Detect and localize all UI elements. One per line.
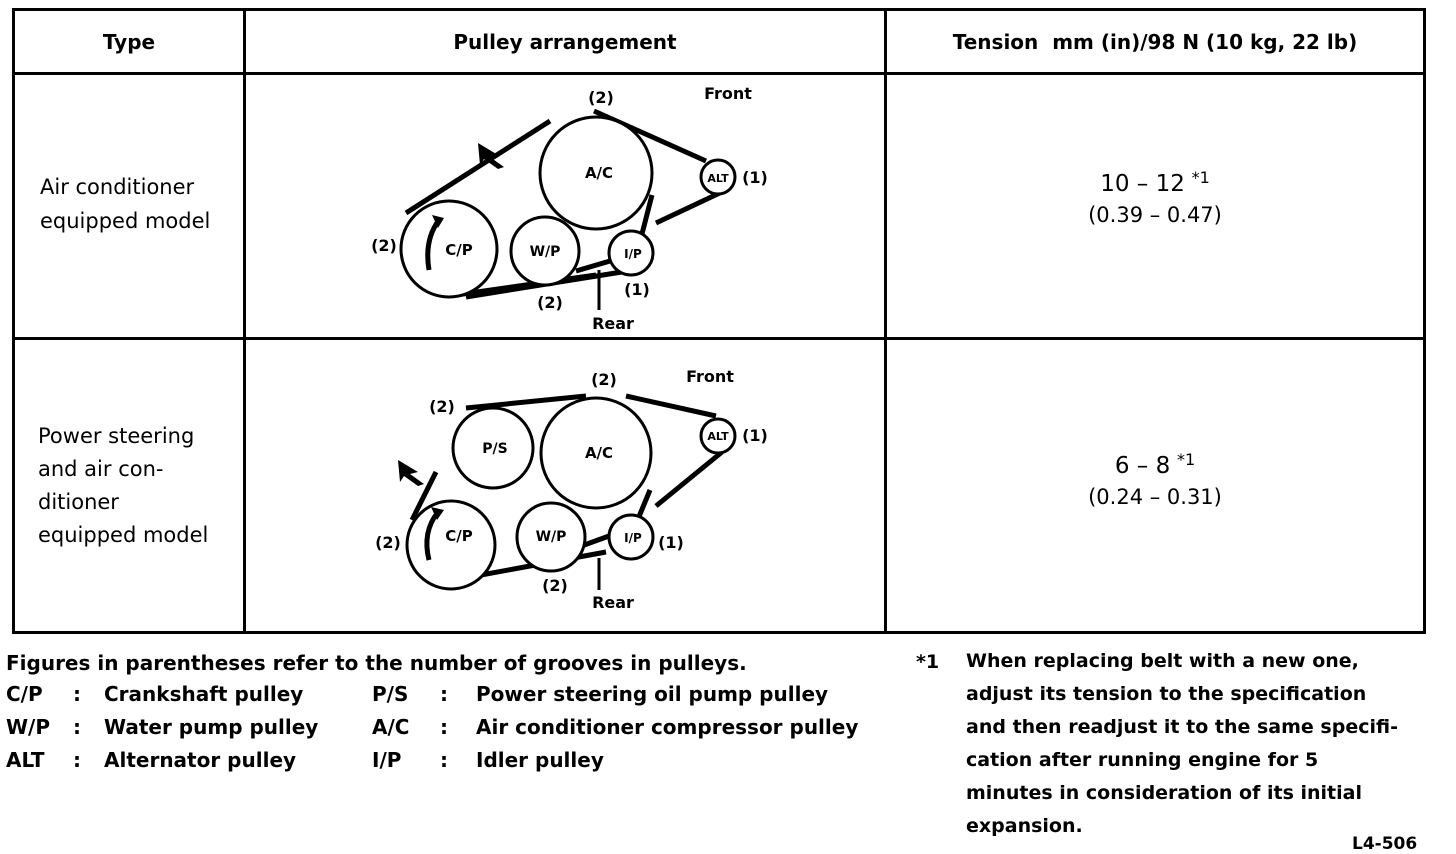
legend-abbr: I/P [372,748,402,772]
footer-intro: Figures in parentheses refer to the numb… [6,651,747,675]
row1-type-line: equipped model [40,209,211,233]
legend-abbr: C/P [6,682,43,706]
row2-tension-in: (0.24 – 0.31) [1088,485,1222,509]
footnote-text: When replacing belt with a new one, adju… [966,645,1426,843]
legend-sep: : [73,748,81,772]
row1-type: Air conditioner equipped model [40,170,210,238]
header-type: Type [102,30,156,54]
row1-pulley-diagram: (2) Front A/C ALT (1) (2) C/P W/P I/P (2… [371,84,768,333]
legend-desc: Air conditioner compressor pulley [476,715,859,739]
row1-cp-label: C/P [445,241,472,259]
water-pump-pulley [515,501,587,573]
legend-desc: Crankshaft pulley [104,682,304,706]
row2-cp-label: C/P [445,527,472,545]
row2-ac-label: A/C [585,444,613,462]
row1-tension: 10 – 12 *1 (0.39 – 0.47) [887,168,1423,227]
legend-sep: : [73,715,81,739]
legend-abbr: A/C [372,715,410,739]
row2-type-line: Power steering [38,424,195,448]
row2-grooves-ip: (1) [658,533,684,552]
column-divider [884,8,887,634]
row2-grooves-cp: (2) [375,533,401,552]
row2-type: Power steering and air con- ditioner equ… [38,420,208,552]
row1-wp-label: W/P [530,244,561,260]
idler-pulley [607,229,655,277]
legend-sep: : [440,715,448,739]
row1-tension-note-mark: *1 [1191,168,1210,187]
crankshaft-pulley [405,499,497,591]
column-divider [243,8,246,634]
power-steering-pulley [451,406,535,490]
row1-type-line: Air conditioner [40,175,195,199]
row1-grooves-ac: (2) [588,88,614,107]
row2-rear-label: Rear [592,593,634,612]
row2-ip-label: I/P [624,531,642,545]
header-divider [12,72,1426,75]
row1-grooves-ip: (1) [624,280,650,299]
row2-type-line: equipped model [38,523,209,547]
legend-desc: Alternator pulley [104,748,297,772]
row1-grooves-alt: (1) [742,168,768,187]
row2-grooves-ps: (2) [429,397,455,416]
row2-front-label: Front [686,367,734,386]
legend-sep: : [73,682,81,706]
footnote-line: minutes in consideration of its initial [966,782,1362,804]
tension-check-arrow-icon [478,143,504,169]
row2-ps-label: P/S [482,441,507,457]
footnote-mark: *1 [916,651,940,673]
row1-alt-label: ALT [707,172,729,185]
row-divider [12,337,1426,340]
idler-pulley [607,513,655,561]
row2-tension-mm: 6 – 8 [1114,453,1171,479]
row2-grooves-wp: (2) [542,576,568,595]
row2-type-line: and air con- [38,457,164,481]
legend-sep: : [440,682,448,706]
legend-desc: Power steering oil pump pulley [476,682,829,706]
row2-grooves-ac: (2) [591,370,617,389]
tension-check-arrow-icon [398,460,424,486]
water-pump-pulley [509,215,581,287]
alternator-pulley [699,417,737,455]
footnote-line: cation after running engine for 5 [966,749,1319,771]
row2-type-line: ditioner [38,490,119,514]
row1-grooves-wp: (2) [537,293,563,312]
row1-front-label: Front [704,84,752,103]
legend-abbr: W/P [6,715,51,739]
footnote-line: adjust its tension to the specification [966,683,1367,705]
legend-desc: Idler pulley [476,748,604,772]
footnote-line: expansion. [966,815,1083,837]
legend-sep: : [440,748,448,772]
header-tension: Tension mm (in)/98 N (10 kg, 22 lb) [952,30,1358,54]
footnote-line: When replacing belt with a new one, [966,650,1359,672]
figure-code: L4-506 [1352,834,1418,854]
row1-tension-in: (0.39 – 0.47) [1088,203,1222,227]
row1-rear-label: Rear [592,314,634,333]
ac-pulley [538,115,654,231]
row1-tension-mm: 10 – 12 [1100,171,1185,197]
row2-alt-label: ALT [707,430,729,443]
alternator-pulley [699,158,737,196]
row2-tension: 6 – 8 *1 (0.24 – 0.31) [887,450,1423,509]
header-pulley-arrangement: Pulley arrangement [453,30,677,54]
footnote-line: and then readjust it to the same specifi… [966,716,1398,738]
legend-abbr: P/S [372,682,409,706]
legend-desc: Water pump pulley [104,715,319,739]
row1-ip-label: I/P [624,247,642,261]
crankshaft-pulley [399,199,499,299]
belt-tension-table [12,8,1426,634]
row2-wp-label: W/P [536,529,567,545]
row2-tension-note-mark: *1 [1176,450,1196,469]
row1-ac-label: A/C [585,164,613,182]
legend-abbr: ALT [6,748,45,772]
ac-pulley [539,396,653,510]
row1-grooves-cp: (2) [371,236,397,255]
row2-pulley-diagram: (2) Front (2) P/S A/C ALT (1) (2) C/P W/… [375,367,768,612]
row2-grooves-alt: (1) [742,426,768,445]
